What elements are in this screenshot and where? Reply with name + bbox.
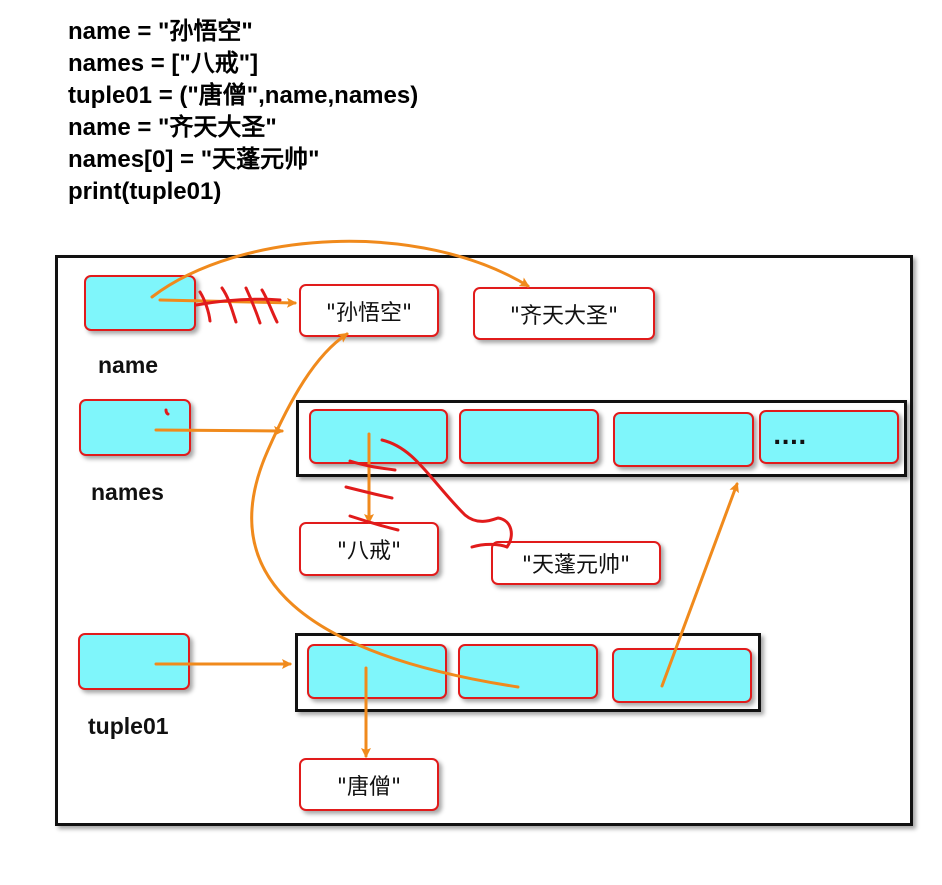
string-sun-wukong: "孙悟空" <box>299 284 439 337</box>
string-qitian-dasheng: "齐天大圣" <box>473 287 655 340</box>
list-slot-2 <box>613 412 754 467</box>
names-variable-label: names <box>91 479 164 505</box>
strike-mark <box>470 542 509 549</box>
tuple-slot-2 <box>612 648 752 703</box>
code-line: name = "齐天大圣" <box>68 114 277 141</box>
strike-mark <box>260 288 279 324</box>
strike-mark <box>220 286 238 324</box>
arrow-names-to-list <box>154 425 284 436</box>
list-object <box>296 400 907 477</box>
strike-mark <box>194 297 282 307</box>
arrow-tuple-slot2-to-list <box>660 482 739 688</box>
strike-mark <box>164 408 170 416</box>
strike-mark <box>344 485 394 500</box>
code-snippet: name = "孙悟空" names = ["八戒"] tuple01 = ("… <box>68 16 418 208</box>
name-variable-cell <box>84 275 196 331</box>
list-slot-0 <box>309 409 448 464</box>
list-slot-more: .... <box>759 410 899 464</box>
code-line: name = "孙悟空" <box>68 18 253 45</box>
code-line: names = ["八戒"] <box>68 50 259 77</box>
arrow-name-to-qitian-dasheng <box>150 239 530 299</box>
list-slot-1 <box>459 409 599 464</box>
strike-mark <box>380 438 513 549</box>
arrow-tuple-slot1-to-sun-wukong <box>250 332 520 689</box>
strike-mark <box>348 514 400 532</box>
strike-mark <box>244 286 262 325</box>
strike-mark <box>198 290 212 323</box>
tuple-object <box>295 633 761 712</box>
strike-mark <box>348 459 397 472</box>
memory-frame <box>55 255 913 826</box>
tuple01-variable-label: tuple01 <box>88 713 169 739</box>
string-tianpeng: "天蓬元帅" <box>491 541 661 585</box>
string-bajie: "八戒" <box>299 522 439 576</box>
code-line: names[0] = "天蓬元帅" <box>68 146 320 173</box>
tuple-slot-1 <box>458 644 598 699</box>
string-tang-seng: "唐僧" <box>299 758 439 811</box>
name-variable-label: name <box>98 352 159 378</box>
code-line: print(tuple01) <box>68 178 222 205</box>
names-variable-cell <box>79 399 191 456</box>
tuple01-variable-cell <box>78 633 190 690</box>
code-line: tuple01 = ("唐僧",name,names) <box>68 82 419 109</box>
